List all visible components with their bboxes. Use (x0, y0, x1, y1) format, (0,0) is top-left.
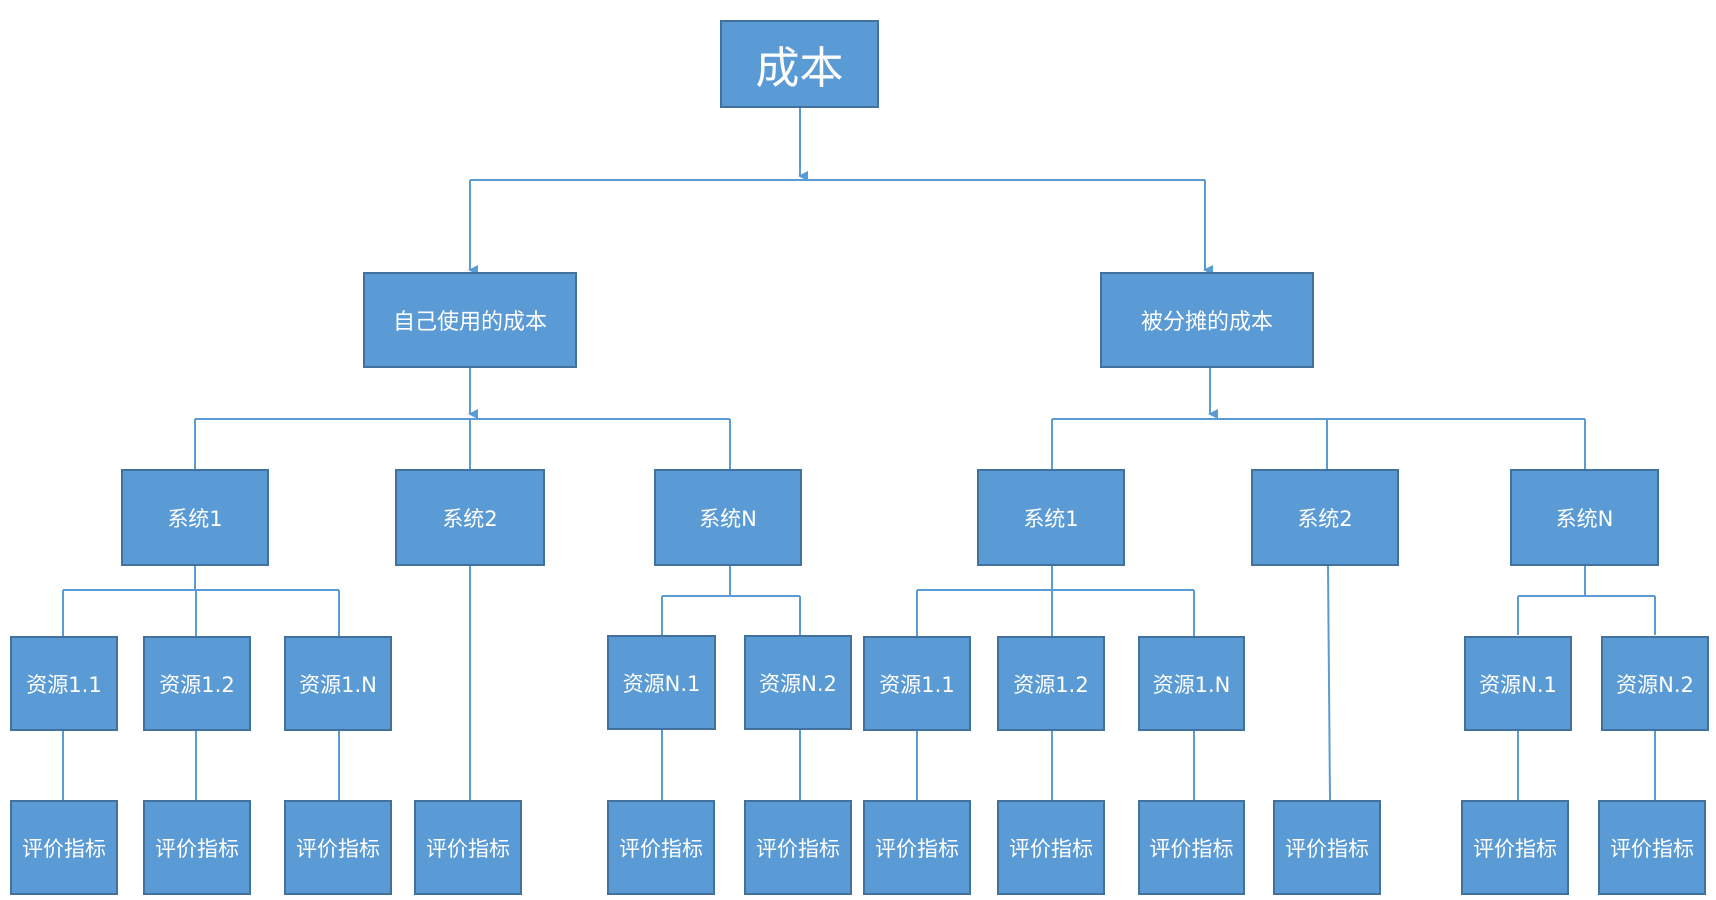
metric-node: 评价指标 (1461, 800, 1569, 895)
right-system-n: 系统N (1510, 469, 1659, 566)
left-branch-node: 自己使用的成本 (363, 272, 577, 368)
metric-node: 评价指标 (414, 800, 522, 895)
metric-node: 评价指标 (863, 800, 971, 895)
right-branch-node: 被分摊的成本 (1100, 272, 1314, 368)
left-resource-n-1: 资源N.1 (607, 635, 716, 730)
left-system-2: 系统2 (395, 469, 545, 566)
right-resource-n-1: 资源N.1 (1464, 636, 1572, 731)
left-resource-1-n: 资源1.N (284, 636, 392, 731)
metric-node: 评价指标 (744, 800, 852, 895)
metric-node: 评价指标 (143, 800, 251, 895)
right-system-2: 系统2 (1251, 469, 1399, 566)
metric-node: 评价指标 (10, 800, 118, 895)
root-node: 成本 (720, 20, 879, 108)
left-system-n: 系统N (654, 469, 802, 566)
metric-node: 评价指标 (284, 800, 392, 895)
left-system-1: 系统1 (121, 469, 269, 566)
left-resource-n-2: 资源N.2 (744, 635, 852, 730)
left-resource-1-2: 资源1.2 (143, 636, 251, 731)
metric-node: 评价指标 (997, 800, 1105, 895)
right-resource-1-1: 资源1.1 (863, 636, 971, 731)
metric-node: 评价指标 (607, 800, 715, 895)
metric-node: 评价指标 (1598, 800, 1706, 895)
right-system-1: 系统1 (977, 469, 1125, 566)
metric-node: 评价指标 (1138, 800, 1245, 895)
right-resource-1-n: 资源1.N (1138, 636, 1245, 731)
connector (1327, 565, 1331, 801)
metric-node: 评价指标 (1273, 800, 1381, 895)
right-resource-1-2: 资源1.2 (997, 636, 1105, 731)
left-resource-1-1: 资源1.1 (10, 636, 118, 731)
right-resource-n-2: 资源N.2 (1601, 636, 1709, 731)
